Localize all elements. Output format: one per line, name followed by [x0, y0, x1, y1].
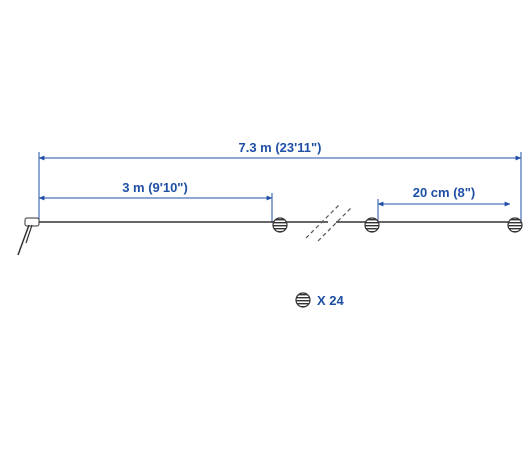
stake-right — [25, 224, 33, 244]
break-symbol — [305, 203, 353, 242]
bulb-count-label: X 24 — [317, 293, 345, 308]
spacing-label: 20 cm (8") — [413, 185, 476, 200]
spacing-dimension: 20 cm (8") — [377, 185, 511, 222]
bulb-icon — [507, 217, 523, 233]
plug-body — [24, 217, 40, 227]
break-line-1 — [305, 203, 341, 239]
plug-stake — [17, 217, 40, 256]
total-length-label: 7.3 m (23'11") — [239, 140, 322, 155]
bulb-icon — [364, 217, 380, 233]
bulbs — [272, 217, 523, 233]
bulb-count-legend: X 24 — [295, 292, 345, 308]
striped-bulb-icon — [295, 292, 311, 308]
break-line-2 — [317, 206, 353, 242]
lead-length-label: 3 m (9'10") — [122, 180, 188, 195]
bulb-icon — [272, 217, 288, 233]
stake-left — [17, 224, 30, 256]
total-length-dimension: 7.3 m (23'11") — [38, 140, 522, 222]
lead-length-dimension: 3 m (9'10") — [38, 180, 273, 222]
